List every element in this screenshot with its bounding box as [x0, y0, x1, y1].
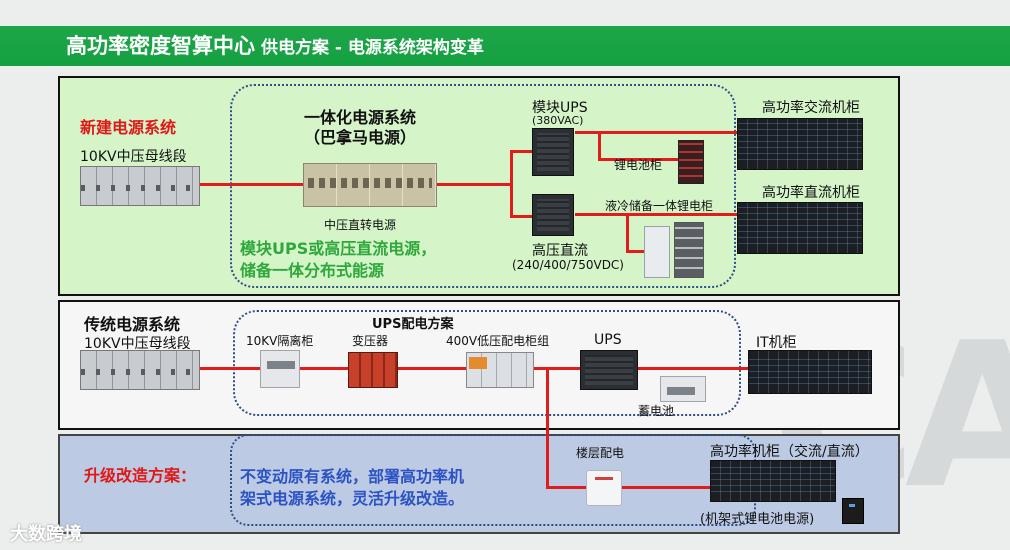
battery-image — [660, 376, 706, 402]
connector-line — [510, 150, 513, 218]
floor-dist-image — [586, 470, 622, 506]
floor-dist-label: 楼层配电 — [576, 446, 625, 460]
ac-rack-label: 高功率交流机柜 — [762, 100, 860, 116]
liquid-storage-cabinet-image — [644, 226, 670, 278]
connector-line — [575, 213, 737, 216]
transformer-image — [348, 352, 398, 388]
it-rack-image — [748, 350, 872, 394]
page-title: 高功率密度智算中心供电方案 - 电源系统架构变革 — [66, 30, 484, 60]
traditional-system-title: 传统电源系统 — [84, 315, 181, 334]
traditional-system-bus-label: 10KV中压母线段 — [84, 336, 191, 352]
ups-scheme-group — [233, 310, 741, 416]
connector-line — [510, 150, 534, 153]
upgrade-rack-label: 高功率机柜（交流/直流） — [710, 444, 869, 460]
connector-line — [546, 370, 549, 489]
liquid-storage-label: 液冷储备一体锂电柜 — [605, 199, 714, 213]
footer-watermark-logo: 大数跨境 — [10, 524, 82, 545]
new-system-note-line1: 模块UPS或高压直流电源， — [240, 239, 437, 258]
connector-line — [546, 486, 586, 489]
dc-rack-image — [737, 202, 863, 254]
page-title-sub: 供电方案 - 电源系统架构变革 — [261, 38, 484, 58]
it-rack-label: IT机柜 — [756, 335, 797, 351]
connector-line — [398, 367, 466, 370]
connector-line — [622, 486, 710, 489]
module-ups-label: 模块UPS — [532, 100, 588, 116]
new-system-note-line2: 储备一体分布式能源 — [240, 261, 385, 280]
connector-line — [534, 367, 580, 370]
transformer-label: 变压器 — [352, 334, 389, 348]
liquid-storage-modules-image — [674, 222, 704, 278]
mv-dc-label: 中压直转电源 — [324, 218, 397, 232]
isolation-cabinet-label: 10KV隔离柜 — [246, 334, 314, 348]
hv-dc-image — [532, 194, 574, 236]
li-cabinet-label: 锂电池柜 — [614, 158, 663, 172]
mv-dc-converter-image — [303, 163, 437, 207]
connector-line — [510, 215, 534, 218]
connector-line — [638, 367, 748, 370]
hv-dc-voltage: (240/400/750VDC) — [512, 258, 624, 272]
connector-line — [598, 158, 678, 161]
lv-group-image — [466, 352, 534, 388]
connector-line — [200, 183, 303, 186]
upgrade-title: 升级改造方案： — [84, 466, 197, 485]
mv-switchgear-image — [80, 166, 200, 206]
header-bar — [0, 26, 1010, 66]
hv-dc-label: 高压直流 — [532, 243, 588, 259]
connector-line — [437, 183, 512, 186]
connector-line — [626, 250, 644, 253]
upgrade-note-line1: 不变动原有系统，部署高功率机 — [240, 467, 465, 486]
module-ups-voltage: (380VAC) — [532, 114, 584, 127]
li-cabinet-image — [678, 140, 704, 184]
isolation-cabinet-image — [260, 350, 300, 388]
lv-group-label: 400V低压配电柜组 — [446, 334, 550, 348]
connector-line — [598, 131, 601, 161]
battery-label: 蓄电池 — [638, 404, 675, 418]
mv-switchgear-image — [80, 350, 200, 390]
new-system-title: 新建电源系统 — [80, 118, 177, 137]
dc-rack-label: 高功率直流机柜 — [762, 185, 860, 201]
module-ups-image — [532, 128, 574, 176]
page-title-main: 高功率密度智算中心 — [66, 34, 255, 58]
ac-rack-image — [737, 118, 863, 170]
integrated-system-group — [230, 84, 736, 288]
connector-line — [626, 213, 629, 253]
upgrade-rack-image — [710, 460, 836, 502]
ups-label: UPS — [594, 332, 622, 348]
ups-image — [580, 350, 638, 390]
ups-scheme-title: UPS配电方案 — [372, 317, 454, 332]
rack-battery-power-image — [842, 498, 864, 524]
connector-line — [200, 367, 260, 370]
upgrade-rack-sublabel: (机架式锂电池电源) — [700, 512, 815, 527]
new-system-bus-label: 10KV中压母线段 — [80, 149, 187, 165]
connector-line — [575, 131, 737, 134]
integrated-system-subtitle: （巴拿马电源） — [304, 128, 417, 147]
upgrade-note-line2: 架式电源系统，灵活升级改造。 — [240, 489, 465, 508]
connector-line — [300, 367, 348, 370]
integrated-system-title: 一体化电源系统 — [304, 108, 417, 127]
